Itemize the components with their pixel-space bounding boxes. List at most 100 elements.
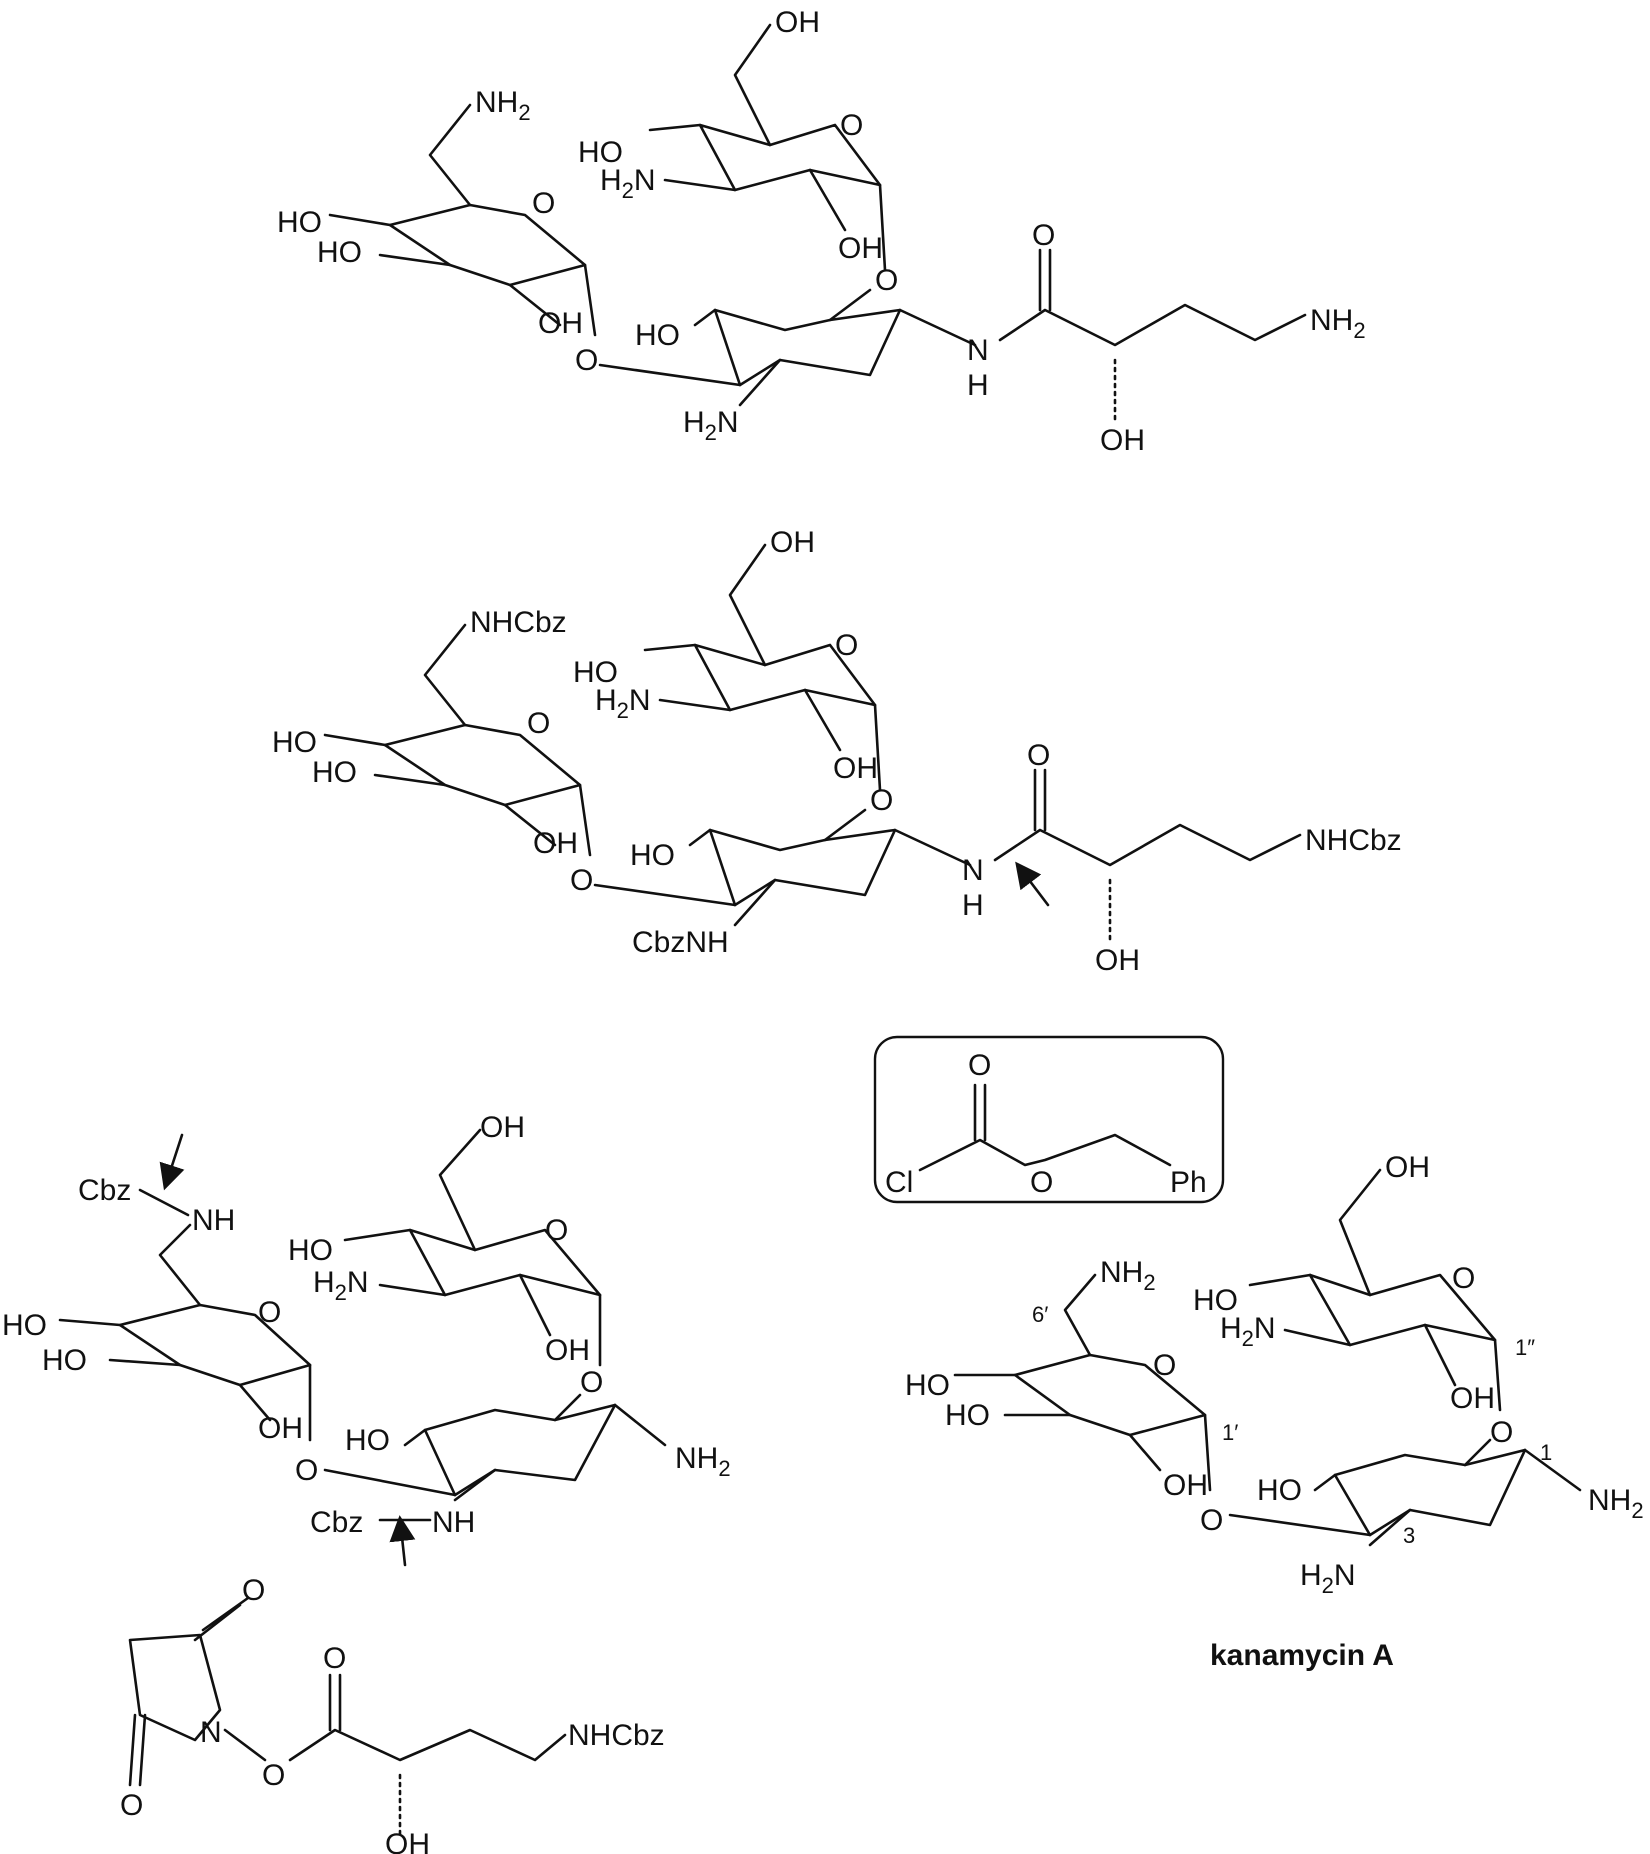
bond bbox=[728, 543, 767, 667]
bond bbox=[1333, 1448, 1527, 1537]
oh-label: OH bbox=[1095, 944, 1140, 977]
bond bbox=[733, 23, 772, 147]
bond bbox=[693, 308, 717, 327]
cl-label: Cl bbox=[885, 1166, 913, 1199]
cbz-label: Cbz bbox=[78, 1174, 131, 1207]
oh-label: OH bbox=[1163, 1469, 1208, 1502]
o-label: O bbox=[870, 784, 893, 817]
o-label: O bbox=[1032, 219, 1055, 252]
bond bbox=[378, 253, 452, 267]
ho-label: HO bbox=[573, 656, 618, 689]
o-label: O bbox=[570, 864, 593, 897]
nh2-label: NH2 bbox=[675, 1442, 731, 1481]
nh2-label: NH2 bbox=[475, 86, 531, 125]
bond bbox=[553, 1393, 582, 1422]
protected-intermediate-structure: NHCbz HO HO O OH O OH HO H2N O OH O HO C… bbox=[272, 526, 1402, 977]
position-label: 1″ bbox=[1515, 1335, 1535, 1360]
ho-label: HO bbox=[2, 1309, 47, 1342]
o-label: O bbox=[120, 1789, 143, 1822]
ho-label: HO bbox=[345, 1424, 390, 1457]
oh-label: OH bbox=[385, 1828, 430, 1854]
oh-label: OH bbox=[833, 752, 878, 785]
bond bbox=[733, 878, 777, 927]
bond bbox=[998, 303, 1307, 347]
oh-label: OH bbox=[480, 1111, 525, 1144]
n-label: N bbox=[967, 334, 989, 367]
oh-label: OH bbox=[775, 6, 820, 39]
bond bbox=[408, 1228, 602, 1297]
ho-label: HO bbox=[288, 1234, 333, 1267]
oh-label: OH bbox=[1450, 1382, 1495, 1415]
bond bbox=[1033, 768, 1047, 832]
bond bbox=[383, 723, 582, 807]
bond bbox=[423, 1403, 617, 1497]
amikacin-structure: NH2 HO HO O OH O OH HO H2N O OH O HO H2N… bbox=[277, 6, 1366, 457]
oh-label: OH bbox=[770, 526, 815, 559]
bond bbox=[1493, 1338, 1502, 1412]
bond bbox=[323, 1468, 457, 1497]
ho-label: HO bbox=[1193, 1284, 1238, 1317]
ho-label: HO bbox=[277, 206, 322, 239]
bond bbox=[708, 828, 897, 907]
kanamycin-a-structure: NH2 6′ HO HO O 1′ OH O OH HO H2N O 1″ OH… bbox=[905, 1151, 1644, 1672]
nh2-label: NH2 bbox=[1100, 1256, 1156, 1295]
o-label: O bbox=[1452, 1262, 1475, 1295]
nhcbz-label: NHCbz bbox=[568, 1719, 665, 1752]
bond bbox=[193, 1596, 250, 1642]
bond bbox=[578, 783, 592, 857]
bond bbox=[898, 308, 977, 347]
oh-label: OH bbox=[545, 1334, 590, 1367]
n-label: N bbox=[200, 1716, 222, 1749]
oh-label: OH bbox=[258, 1412, 303, 1445]
h2n-label: H2N bbox=[683, 406, 739, 445]
nhcbz-label: NHCbz bbox=[1305, 824, 1402, 857]
bond bbox=[803, 688, 842, 752]
bond bbox=[738, 358, 782, 407]
bond bbox=[108, 1358, 182, 1367]
bond bbox=[643, 643, 697, 652]
bond bbox=[583, 263, 597, 337]
bond bbox=[343, 1228, 412, 1242]
o-label: O bbox=[968, 1049, 991, 1082]
ho-label: HO bbox=[1257, 1474, 1302, 1507]
h-label: H bbox=[967, 369, 989, 402]
bond bbox=[1463, 1438, 1492, 1467]
nhcbz-label: NHCbz bbox=[470, 606, 567, 639]
bond bbox=[118, 1303, 312, 1387]
o-label: O bbox=[545, 1214, 568, 1247]
reaction-site-arrow bbox=[1015, 861, 1050, 907]
bond bbox=[993, 823, 1302, 867]
bond bbox=[1423, 1323, 1457, 1387]
bond bbox=[878, 183, 887, 272]
bond bbox=[518, 1273, 552, 1337]
o-label: O bbox=[1153, 1349, 1176, 1382]
bond bbox=[1013, 1353, 1207, 1437]
bond bbox=[128, 1713, 147, 1787]
bond bbox=[1368, 1508, 1412, 1547]
reagent-frame bbox=[873, 1035, 1225, 1204]
bond bbox=[223, 1728, 267, 1762]
bond bbox=[1523, 1448, 1582, 1492]
o-label: O bbox=[242, 1574, 265, 1607]
position-label: 6′ bbox=[1032, 1302, 1048, 1327]
bond bbox=[893, 828, 972, 867]
bond bbox=[1063, 1273, 1097, 1357]
bond bbox=[593, 883, 737, 907]
o-label: O bbox=[527, 707, 550, 740]
bond bbox=[1203, 1413, 1212, 1492]
bond bbox=[158, 1223, 202, 1307]
nhs-ester-structure: O N O O O NHCbz OH bbox=[120, 1574, 665, 1854]
oh-label: OH bbox=[1385, 1151, 1430, 1184]
bond bbox=[713, 308, 902, 387]
bond bbox=[138, 1188, 190, 1217]
ho-label: HO bbox=[272, 726, 317, 759]
o-label: O bbox=[262, 1759, 285, 1792]
bond bbox=[1313, 1473, 1337, 1492]
bond bbox=[438, 1128, 482, 1252]
ho-label: HO bbox=[42, 1344, 87, 1377]
bond bbox=[1228, 1513, 1372, 1537]
bond bbox=[128, 1633, 222, 1742]
h-label: H bbox=[962, 889, 984, 922]
cbz-label: Cbz bbox=[310, 1506, 363, 1539]
nh-label: NH bbox=[432, 1506, 475, 1539]
